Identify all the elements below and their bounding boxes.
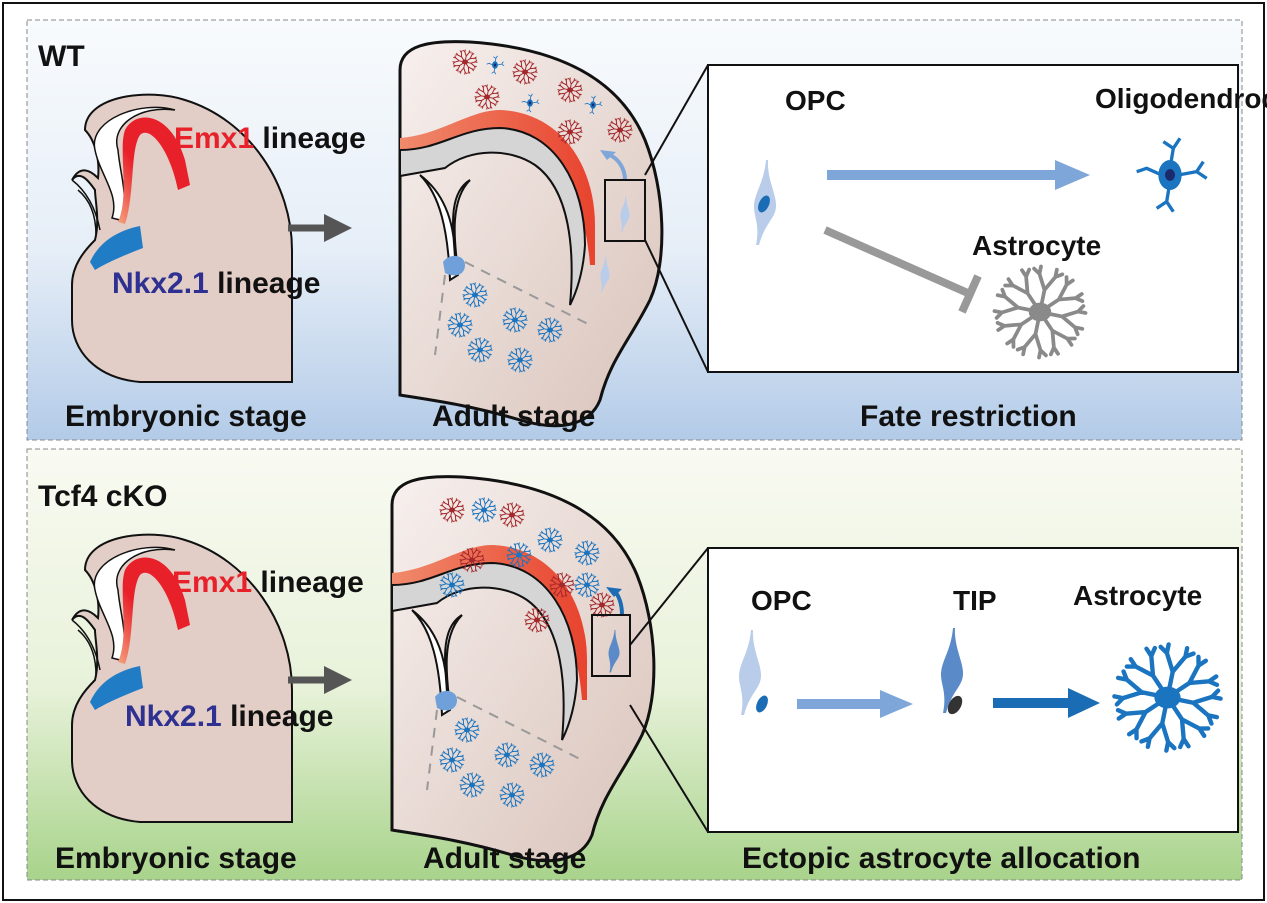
nkx21-lineage-label: Nkx2.1 lineage xyxy=(112,267,320,300)
adult-stage-label: Adult stage xyxy=(423,842,586,875)
outcome-label: Ectopic astrocyte allocation xyxy=(742,842,1140,875)
blue-astrocyte-icon xyxy=(459,772,485,798)
red-astrocyte-icon xyxy=(459,547,485,573)
nkx21-lineage-label: Nkx2.1 lineage xyxy=(125,700,333,733)
opc-label: OPC xyxy=(751,585,812,616)
outcome-label: Fate restriction xyxy=(860,400,1077,433)
blue-astrocyte-icon xyxy=(574,572,600,598)
ventricle xyxy=(411,609,463,717)
blue-astrocyte-icon xyxy=(471,497,497,523)
emx1-lineage-label: Emx1 lineage xyxy=(172,566,364,599)
adult-brain xyxy=(390,475,656,863)
blue-astrocyte-icon xyxy=(499,782,525,808)
blue-astrocyte-icon xyxy=(537,527,563,553)
blue-astrocyte-icon xyxy=(439,747,465,773)
red-astrocyte-icon xyxy=(524,607,550,633)
panel-wt: WT Emx1 lineage Nkx2.1 lineage OPC Oligo… xyxy=(26,19,1267,441)
tip-label: TIP xyxy=(953,585,997,616)
blue-astrocyte-icon xyxy=(494,742,520,768)
embryonic-stage-label: Embryonic stage xyxy=(55,842,297,875)
red-astrocyte-icon xyxy=(512,59,538,85)
svz-region xyxy=(443,255,465,276)
emx1-lineage-label: Emx1 lineage xyxy=(174,122,366,155)
inset-box xyxy=(707,547,1239,833)
emx1-gene: Emx1 xyxy=(174,122,254,155)
corpus-callosum xyxy=(391,561,579,741)
arrowhead xyxy=(600,150,616,160)
astrocyte-blue-cell-icon xyxy=(1114,644,1220,750)
astrocyte-label: Astrocyte xyxy=(1073,580,1202,611)
condition-label: WT xyxy=(38,40,85,73)
blue-astrocyte-icon xyxy=(439,572,465,598)
nkx21-gene: Nkx2.1 xyxy=(125,700,222,733)
red-astrocyte-icon xyxy=(557,119,583,145)
blue-astrocyte-icon xyxy=(529,752,555,778)
zoom-box xyxy=(604,179,646,242)
arrowhead xyxy=(606,587,622,597)
inhibition-bar xyxy=(958,274,982,314)
blue-astrocyte-icon xyxy=(507,347,533,373)
migration-arrow xyxy=(609,153,627,181)
blue-astrocyte-icon xyxy=(462,282,488,308)
oligodendrocyte-label: Oligodendrocyte xyxy=(1095,83,1267,114)
svz-region xyxy=(435,690,457,711)
lineage-text: lineage xyxy=(222,700,334,733)
red-astrocyte-icon xyxy=(452,49,478,75)
adult-brain xyxy=(398,40,664,428)
embryonic-brain xyxy=(71,93,293,383)
panel-tcf4-cko: Tcf4 cKO Emx1 lineage Nkx2.1 lineage OPC… xyxy=(26,448,1243,881)
red-astrocyte-icon xyxy=(607,117,633,143)
blue-astrocyte-icon xyxy=(447,312,473,338)
astrocyte-gray-cell-icon xyxy=(992,264,1088,360)
inhibition-line xyxy=(823,226,972,298)
emx1-gene: Emx1 xyxy=(172,566,252,599)
adult-stage-label: Adult stage xyxy=(432,400,595,433)
lineage-text: lineage xyxy=(252,566,364,599)
red-astrocyte-icon xyxy=(557,77,583,103)
ventricle xyxy=(419,174,471,282)
emx1-lineage-region xyxy=(118,117,190,224)
blue-astrocyte-icon xyxy=(454,717,480,743)
nkx21-lineage-region xyxy=(90,666,143,710)
lineage-text: lineage xyxy=(254,122,366,155)
dashed-region-boundary xyxy=(434,261,591,356)
nkx21-lineage-region xyxy=(90,226,143,270)
emx1-lineage-region xyxy=(118,557,190,664)
red-astrocyte-icon xyxy=(589,592,615,618)
red-astrocyte-icon xyxy=(549,572,575,598)
condition-label: Tcf4 cKO xyxy=(38,480,167,513)
corpus-callosum xyxy=(399,126,587,306)
red-astrocyte-icon xyxy=(499,502,525,528)
inset-box xyxy=(707,64,1239,373)
red-astrocyte-icon xyxy=(439,497,465,523)
dashed-region-boundary xyxy=(426,696,583,791)
lineage-text: lineage xyxy=(209,267,321,300)
blue-astrocyte-icon xyxy=(467,337,493,363)
opc-label: OPC xyxy=(785,85,846,116)
embryonic-stage-label: Embryonic stage xyxy=(65,400,307,433)
embryonic-brain xyxy=(71,533,293,823)
red-astrocyte-icon xyxy=(474,84,500,110)
blue-astrocyte-icon xyxy=(506,542,532,568)
zoom-box xyxy=(591,614,631,677)
blue-astrocyte-icon xyxy=(502,307,528,333)
blue-astrocyte-icon xyxy=(537,317,563,343)
blue-astrocyte-icon xyxy=(574,540,600,566)
astrocyte-label: Astrocyte xyxy=(972,230,1101,261)
nkx21-gene: Nkx2.1 xyxy=(112,267,209,300)
